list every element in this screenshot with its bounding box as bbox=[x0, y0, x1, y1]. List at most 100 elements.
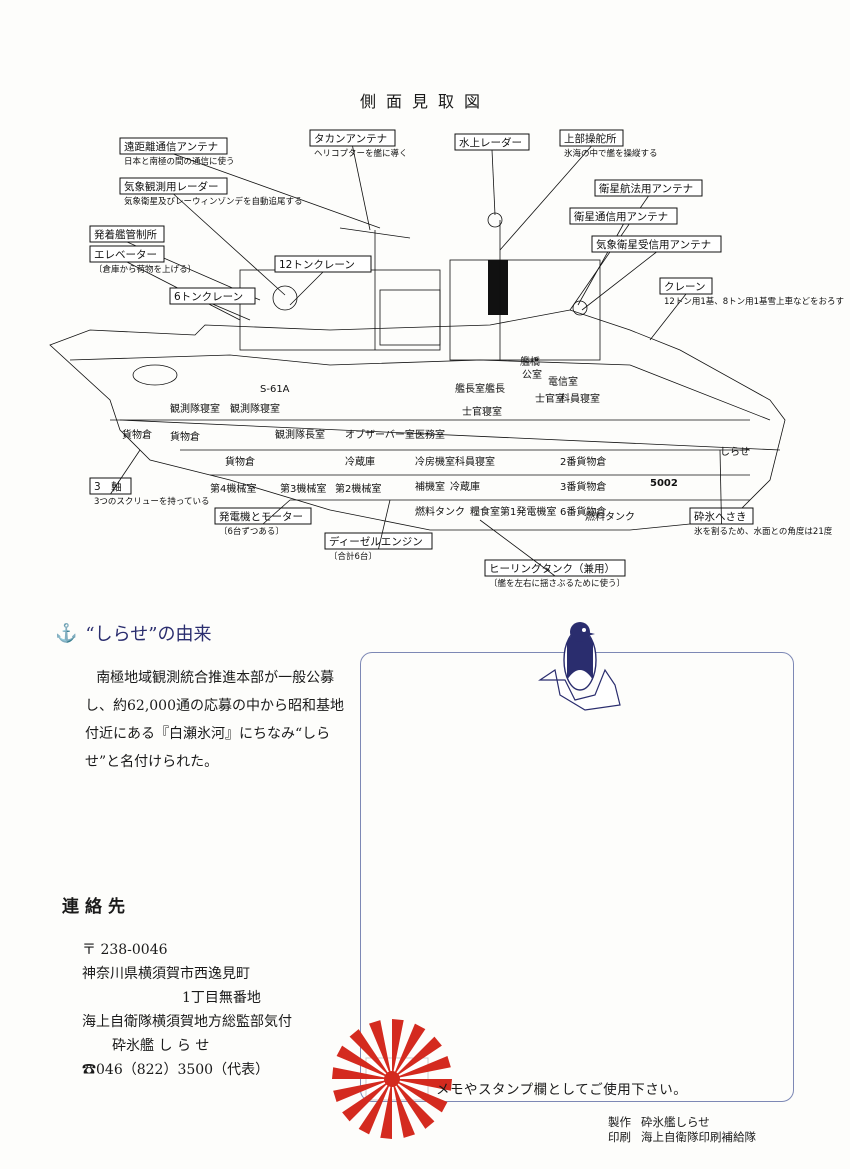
room-label: 士官室 bbox=[535, 392, 565, 405]
room-label: 貨物倉 bbox=[170, 430, 200, 443]
ship-cutaway-diagram: S-61A 貨物倉観測隊寝室観測隊寝室貨物倉貨物倉観測隊長室冷蔵庫第4機械室第3… bbox=[49, 129, 844, 589]
room-label: 糧食室 bbox=[470, 505, 500, 518]
flag-ray bbox=[392, 1079, 448, 1113]
leader-line bbox=[173, 193, 286, 296]
callout-label: 衛星通信用アンテナ bbox=[574, 210, 668, 223]
room-label: オブザーバー室 bbox=[345, 428, 415, 441]
callout-label: ディーゼルエンジン bbox=[329, 535, 423, 548]
contact-block: 〒 238-0046 神奈川県横須賀市西逸見町 1丁目無番地 海上自衛隊横須賀地… bbox=[82, 938, 292, 1082]
callout: 気象衛星受信用アンテナ bbox=[581, 235, 722, 311]
flag-ray bbox=[369, 1020, 392, 1079]
leader-line bbox=[499, 145, 592, 251]
leader-line bbox=[262, 499, 291, 525]
room-label: 公室 bbox=[522, 368, 542, 381]
deck-line bbox=[69, 354, 771, 421]
leader-line bbox=[110, 449, 141, 495]
room-label: 観測隊長室 bbox=[275, 428, 325, 441]
room-label: 貨物倉 bbox=[122, 428, 152, 441]
room-label: 艦橋 bbox=[520, 355, 540, 368]
contact-address-3: 海上自衛隊横須賀地方総監部気付 bbox=[82, 1014, 292, 1030]
room-label: 艦長 bbox=[485, 382, 505, 395]
callout-label: 気象衛星受信用アンテナ bbox=[596, 238, 711, 251]
leader-line bbox=[491, 149, 496, 216]
room-grid bbox=[110, 419, 750, 501]
credit-role: 製作 bbox=[608, 1115, 631, 1129]
callout: 12トンクレーン bbox=[274, 255, 372, 306]
callout: ヒーリングタンク（兼用）〔艦を左右に揺さぶるために使う〕 bbox=[479, 519, 626, 589]
long-range-antenna bbox=[339, 227, 411, 239]
helideck-circle bbox=[132, 364, 178, 386]
callout: 6トンクレーン bbox=[169, 287, 256, 321]
room-label: 6番貨物倉 bbox=[560, 505, 606, 518]
leader-line bbox=[581, 251, 657, 311]
flag-ray bbox=[380, 1079, 392, 1139]
callout-note: 気象衛星及びレーウィンゾンデを自動追尾する bbox=[124, 196, 303, 207]
callout-label: 12トンクレーン bbox=[279, 259, 355, 271]
flag-ray bbox=[392, 1019, 404, 1079]
flag-ray bbox=[392, 1079, 415, 1138]
leader-line bbox=[212, 303, 251, 321]
origin-body: 南極地域観測統合推進本部が一般公募し、約62,000通の応募の中から昭和基地付近… bbox=[85, 670, 344, 770]
helicopter-label: S-61A bbox=[260, 384, 290, 395]
credit-printing: 印刷 海上自衛隊印刷補給隊 bbox=[608, 1130, 756, 1145]
contact-postal: 〒 238-0046 bbox=[82, 942, 168, 958]
flag-ray bbox=[336, 1045, 392, 1079]
flag-ray bbox=[392, 1056, 451, 1079]
room-label: 冷蔵庫 bbox=[450, 480, 480, 493]
room-label: 3番貨物倉 bbox=[560, 480, 606, 493]
contact-heading: 連絡先 bbox=[62, 897, 131, 917]
leader-line bbox=[378, 499, 391, 550]
callout-label: 衛星航法用アンテナ bbox=[599, 182, 693, 195]
credits: 製作 砕氷艦しらせ 印刷 海上自衛隊印刷補給隊 bbox=[608, 1115, 756, 1145]
callout-label: 発着艦管制所 bbox=[94, 228, 157, 241]
room-label: 観測隊寝室 bbox=[170, 402, 220, 415]
callout: ディーゼルエンジン〔合計6台〕 bbox=[324, 499, 433, 562]
page-title: 側面見取図 bbox=[359, 92, 490, 111]
callout-label: 上部操舵所 bbox=[564, 132, 617, 145]
callout-note: ヘリコプターを艦に導く bbox=[314, 148, 408, 159]
memo-caption: メモやスタンプ欄としてご使用下さい。 bbox=[436, 1082, 688, 1098]
leader-line bbox=[173, 153, 381, 229]
leader-line bbox=[289, 271, 324, 306]
callout: 衛星通信用アンテナ bbox=[569, 207, 678, 306]
rising-sun-flag-icon bbox=[332, 1019, 452, 1139]
callout: 水上レーダー bbox=[454, 133, 530, 216]
bridge-block bbox=[449, 259, 601, 361]
callout-label: 発電機とモーター bbox=[219, 510, 303, 523]
penguin-icon bbox=[538, 622, 621, 711]
callout: エレベーター〔倉庫から荷物を上げる〕 bbox=[89, 245, 241, 321]
callout-label: ヒーリングタンク（兼用） bbox=[489, 562, 615, 575]
callout-note: 〔6台ずつある〕 bbox=[219, 526, 284, 537]
room-label: 冷蔵庫 bbox=[345, 455, 375, 468]
callout-label: クレーン bbox=[664, 281, 705, 293]
callout-note: 氷海の中で艦を操縦する bbox=[564, 148, 658, 159]
leader-line bbox=[352, 145, 371, 231]
room-label: 燃料タンク bbox=[415, 505, 465, 518]
credit-name: 砕氷艦しらせ bbox=[641, 1115, 710, 1129]
flag-ray bbox=[392, 1023, 426, 1079]
callout-note: 日本と南極の間の通信に使う bbox=[124, 156, 235, 167]
callout: 衛星航法用アンテナ bbox=[569, 179, 703, 311]
waterline bbox=[119, 419, 781, 451]
contact-address-1: 神奈川県横須賀市西逸見町 bbox=[82, 966, 250, 982]
room-label: 貨物倉 bbox=[225, 455, 255, 468]
hull-ship-name: しらせ bbox=[720, 446, 750, 458]
origin-title: “しらせ”の由来 bbox=[85, 624, 212, 645]
callout-note: 3つのスクリューを持っている bbox=[94, 496, 209, 507]
room-label: 第1発電機室 bbox=[500, 505, 556, 518]
callout: 発電機とモーター〔6台ずつある〕 bbox=[214, 499, 312, 537]
contact-address-2: 1丁目無番地 bbox=[182, 990, 261, 1006]
flag-ray bbox=[333, 1079, 392, 1102]
origin-title-row: ⚓ “しらせ”の由来 bbox=[55, 620, 345, 646]
leader-line bbox=[649, 293, 687, 341]
room-label: 科員寝室 bbox=[560, 392, 600, 405]
leader-line bbox=[479, 519, 556, 577]
room-label: 第3機械室 bbox=[280, 482, 326, 495]
flag-ray bbox=[392, 1079, 452, 1091]
flag-ray bbox=[358, 1079, 392, 1135]
leader-line bbox=[719, 449, 722, 525]
